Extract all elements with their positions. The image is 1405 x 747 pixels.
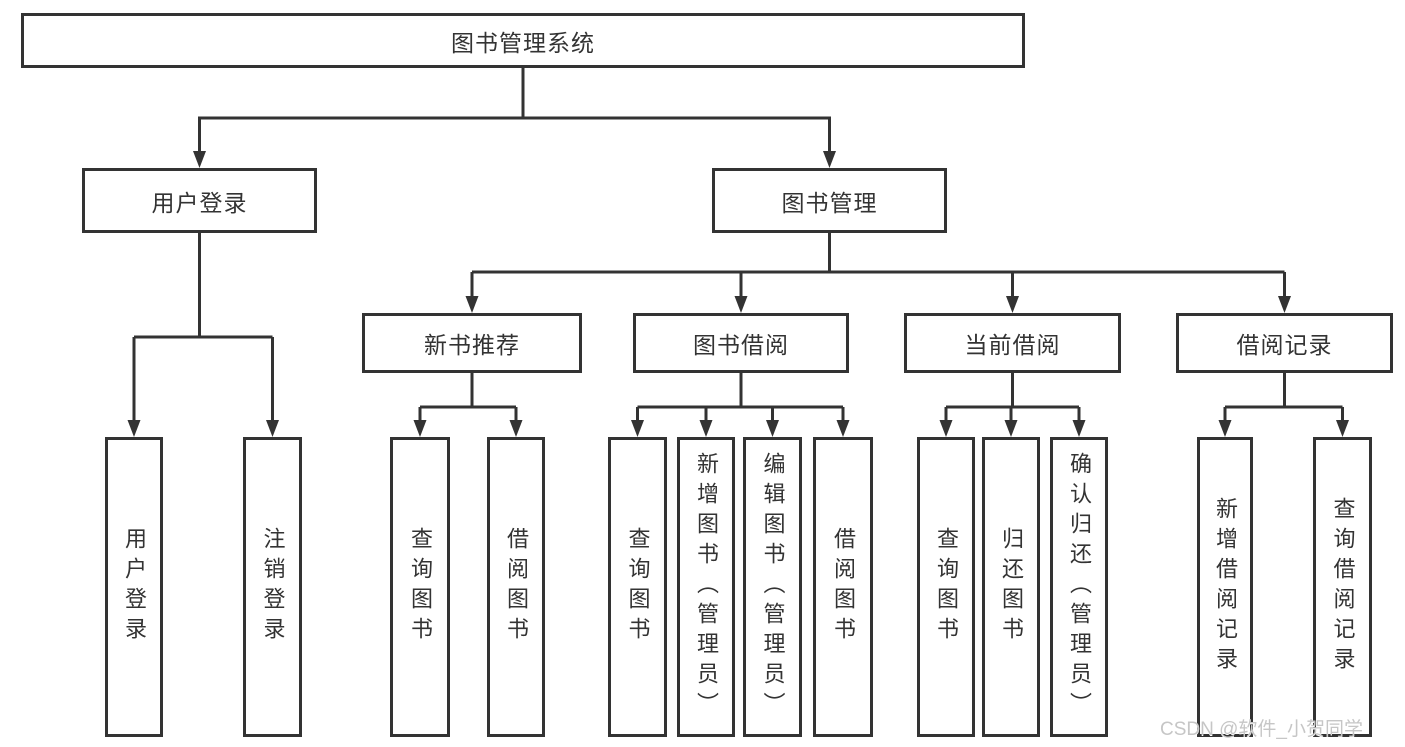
leaf-br-query-record-label: 查询借阅记录 — [1330, 497, 1356, 677]
node-current-borrowing: 当前借阅 — [904, 313, 1121, 373]
leaf-logout-label: 注销登录 — [260, 527, 286, 647]
leaf-bb-edit-book-admin: 编辑图书（管理员） — [743, 437, 802, 737]
leaf-nbr-query-books-label: 查询图书 — [408, 527, 433, 647]
leaf-bb-add-book-admin-label: 新增图书（管理员） — [694, 452, 719, 722]
arrowheads — [127, 151, 1349, 437]
node-book-management: 图书管理 — [712, 168, 947, 233]
leaf-cb-return-books-label: 归还图书 — [999, 527, 1024, 647]
node-new-book-recommend: 新书推荐 — [362, 313, 582, 373]
leaf-bb-borrow-books: 借阅图书 — [813, 437, 873, 737]
leaf-nbr-query-books: 查询图书 — [390, 437, 450, 737]
node-borrowing-records: 借阅记录 — [1176, 313, 1393, 373]
leaf-br-add-record-label: 新增借阅记录 — [1213, 497, 1238, 677]
leaf-br-add-record: 新增借阅记录 — [1197, 437, 1253, 737]
leaf-cb-query-books: 查询图书 — [917, 437, 975, 737]
leaf-cb-confirm-return-admin-label: 确认归还（管理员） — [1067, 452, 1092, 722]
leaf-nbr-borrow-books-label: 借阅图书 — [504, 527, 529, 647]
leaf-bb-borrow-books-label: 借阅图书 — [831, 527, 856, 647]
leaf-cb-return-books: 归还图书 — [982, 437, 1040, 737]
leaf-br-query-record: 查询借阅记录 — [1313, 437, 1372, 737]
leaf-nbr-borrow-books: 借阅图书 — [487, 437, 545, 737]
leaf-user-login-label: 用户登录 — [122, 527, 147, 647]
leaf-logout: 注销登录 — [243, 437, 302, 737]
node-user-login: 用户登录 — [82, 168, 317, 233]
node-root-system: 图书管理系统 — [21, 13, 1025, 68]
leaf-bb-add-book-admin: 新增图书（管理员） — [677, 437, 735, 737]
leaf-bb-query-books: 查询图书 — [608, 437, 667, 737]
watermark: CSDN @软件_小贺同学 — [1160, 719, 1363, 740]
leaf-cb-query-books-label: 查询图书 — [934, 527, 959, 647]
leaf-user-login: 用户登录 — [105, 437, 163, 737]
leaf-cb-confirm-return-admin: 确认归还（管理员） — [1050, 437, 1108, 737]
leaf-bb-query-books-label: 查询图书 — [625, 527, 651, 647]
leaf-bb-edit-book-admin-label: 编辑图书（管理员） — [760, 452, 786, 722]
node-book-borrowing: 图书借阅 — [633, 313, 849, 373]
